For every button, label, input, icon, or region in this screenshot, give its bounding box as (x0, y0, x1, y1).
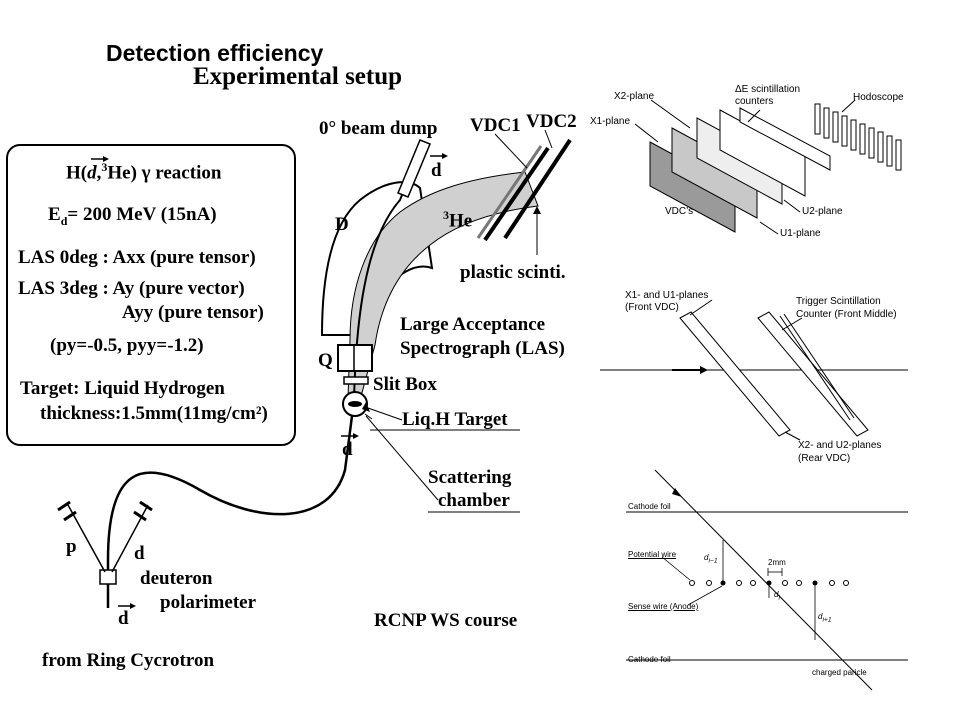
las-0deg-line: LAS 0deg : Axx (pure tensor) (18, 247, 256, 268)
de-scintillation-label2: counters (735, 96, 774, 107)
gap-label: 2mm (768, 558, 786, 567)
charged-particle-label: charged paricle (812, 668, 867, 677)
front-vdc-label2: (Front VDC) (625, 302, 679, 313)
x2-plane-label: X2-plane (614, 91, 655, 102)
proton-arm (67, 504, 106, 573)
u2-plane-label: U2-plane (802, 206, 843, 217)
trigger-label2: Counter (Front Middle) (796, 309, 897, 320)
thickness-line: thickness:1.5mm(11mg/cm²) (40, 403, 268, 424)
sense-wire-label: Sense wire (Anode) (628, 602, 699, 611)
vdc1-plane (483, 146, 550, 242)
reaction-info-box (6, 144, 296, 446)
vdc2-leader (544, 129, 553, 149)
vdc1-leader (494, 133, 528, 169)
drift-distance-im1: di−1 (704, 553, 718, 565)
target-label: Liq.H Target (402, 409, 508, 430)
drift-distance-i: di (774, 590, 780, 602)
liquid-hydrogen-target (348, 401, 362, 407)
potential-wire-label: Potential wire (628, 550, 677, 559)
de-scintillation-label1: ΔE scintillation (735, 84, 801, 95)
proton-label: p (66, 536, 77, 557)
cyclotron-label: from Ring Cycrotron (42, 650, 215, 671)
beam-line-from-cyclotron (106, 415, 354, 608)
deuteron-beam-label: d (342, 439, 353, 460)
vdc2-label: VDC2 (526, 111, 577, 132)
vdc2-plane (503, 138, 572, 240)
slit-box (343, 376, 369, 385)
deuteron-dump-label: d (431, 160, 442, 181)
slit-box-label: Slit Box (373, 374, 437, 395)
beam-dump-label: 0° beam dump (319, 118, 438, 139)
dipole-label: D (335, 214, 349, 235)
scattering-chamber-label2: chamber (438, 490, 510, 511)
page-title: Detection efficiency (106, 40, 324, 66)
vdc1-plane-2 (476, 145, 543, 239)
target-leader (367, 407, 403, 421)
charged-particle-track (654, 469, 873, 691)
polarimeter-deuteron-label: d (134, 543, 145, 564)
quadrupole-magnet-Q (337, 344, 373, 372)
cathode-bottom-label: Cathode foil (628, 655, 671, 664)
vdc-system-figure (634, 99, 902, 235)
front-vdc-label1: X1- and U1-planes (625, 290, 709, 301)
polarization-line: (py=-0.5, pyy=-1.2) (50, 335, 204, 356)
trigger-label1: Trigger Scintillation (796, 296, 881, 307)
ayy-line: Ayy (pure tensor) (122, 302, 264, 323)
rear-vdc-label1: X2- and U2-planes (798, 440, 882, 451)
cathode-top-label: Cathode foil (628, 502, 671, 511)
vdc1-label: VDC1 (470, 115, 521, 136)
beam-energy-line: Ed= 200 MeV (15nA) (48, 204, 217, 228)
polarimeter-target (99, 569, 117, 585)
incoming-deuteron-label: d (118, 608, 129, 629)
polarimeter-label1: deuteron (140, 568, 213, 589)
target-line: Target: Liquid Hydrogen (20, 378, 225, 399)
drift-distance-ip1: di+1 (818, 612, 832, 624)
plastic-scintillator-label: plastic scinti. (460, 262, 566, 283)
beam-dump-tube (397, 139, 431, 198)
scattering-chamber-label1: Scattering (428, 467, 512, 488)
rear-vdc-label2: (Rear VDC) (798, 453, 851, 464)
u1-plane-label: U1-plane (780, 228, 821, 239)
quadrupole-label: Q (318, 350, 333, 371)
vdcs-label: VDC’s (665, 206, 694, 217)
las-label-line2: Spectrograph (LAS) (400, 338, 565, 359)
he3-label: 3He (443, 208, 473, 232)
hodoscope-label: Hodoscope (853, 92, 904, 103)
polarimeter-label2: polarimeter (160, 592, 257, 613)
vdc-crossing-figure (600, 299, 908, 441)
course-label: RCNP WS course (374, 610, 518, 631)
page-subtitle: Experimental setup (193, 63, 403, 90)
reaction-line: H(d,3He) γ reaction (66, 160, 222, 184)
drift-cell-figure (626, 469, 908, 691)
las-label-line1: Large Acceptance (400, 314, 546, 335)
las-3deg-line: LAS 3deg : Ay (pure vector) (18, 278, 245, 299)
x1-plane-label: X1-plane (590, 116, 631, 127)
